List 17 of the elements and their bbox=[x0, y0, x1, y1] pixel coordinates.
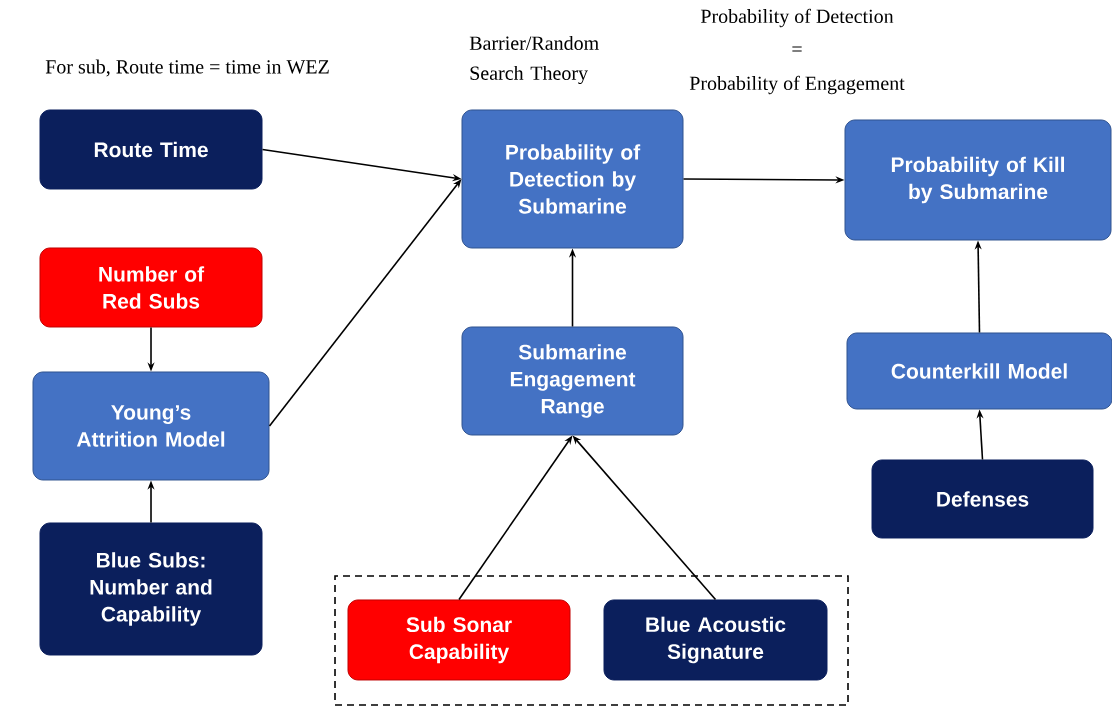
process-box: Submarine Engagement Range bbox=[461, 326, 684, 436]
process-box: Probability of Detection by Submarine bbox=[461, 109, 684, 249]
process-box: Counterkill Model bbox=[846, 332, 1112, 410]
input-box: Blue Acoustic Signature bbox=[603, 599, 828, 681]
input-box: Number of Red Subs bbox=[39, 247, 263, 328]
process-box: Young’s Attrition Model bbox=[32, 371, 270, 481]
annotation-text: For sub, Route time = time in WEZ bbox=[45, 59, 329, 77]
input-box: Route Time bbox=[39, 109, 263, 190]
annotation-text: = bbox=[792, 46, 802, 52]
annotation-text: Probability of Engagement bbox=[689, 75, 905, 95]
input-box: Blue Subs: Number and Capability bbox=[39, 522, 263, 656]
annotation-text: Probability of Detection bbox=[700, 8, 894, 28]
input-box: Sub Sonar Capability bbox=[347, 599, 571, 681]
input-box: Defenses bbox=[871, 459, 1094, 539]
process-box: Probability of Kill by Submarine bbox=[844, 119, 1112, 241]
annotation-text: Barrier/Random Search Theory bbox=[469, 35, 599, 85]
group-frame bbox=[334, 575, 849, 706]
